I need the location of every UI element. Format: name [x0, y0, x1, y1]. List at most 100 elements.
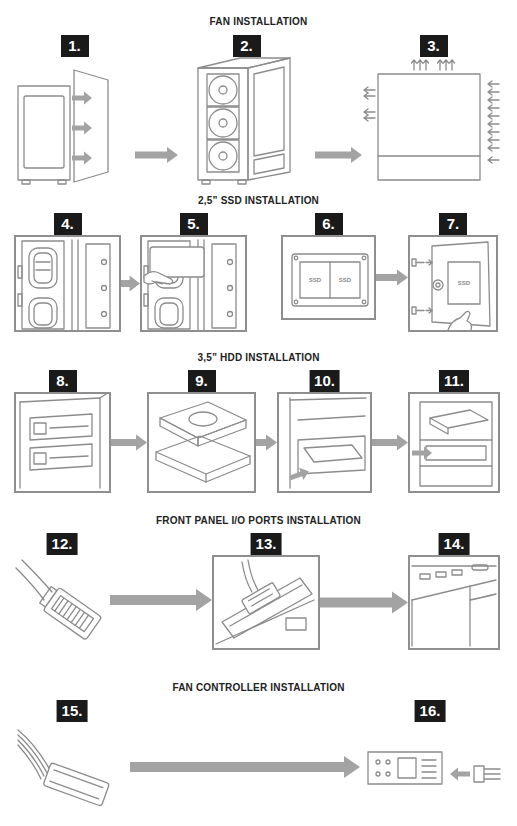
tray-insertion — [290, 398, 366, 400]
case-with-fans — [254, 154, 284, 174]
motherboard-header — [286, 618, 306, 630]
case-with-fans — [219, 152, 227, 160]
sata-power-cable — [50, 781, 99, 799]
step-panel: 4. — [14, 235, 121, 332]
airflow-diagram — [412, 60, 417, 70]
usb-header-cable — [79, 615, 88, 628]
case-with-fans — [248, 58, 290, 180]
hdd-cage — [20, 394, 106, 402]
ssd-mount — [429, 260, 432, 265]
tray-insertion — [289, 398, 290, 488]
motherboard-header — [249, 589, 270, 601]
case-side-panel — [72, 92, 92, 105]
airflow-diagram — [424, 60, 429, 70]
ssd-mount — [416, 262, 424, 263]
airflow-diagram — [488, 121, 499, 127]
case-side-panel — [18, 86, 70, 180]
sata-power-cable — [18, 735, 47, 773]
step-number: 2. — [233, 35, 261, 57]
hdd-cage — [34, 453, 46, 464]
case-with-fans — [219, 119, 227, 127]
front-io-ports — [470, 594, 496, 600]
front-io-ports — [436, 572, 446, 577]
usb-header-cable — [16, 560, 102, 640]
case-with-fans — [207, 107, 239, 139]
case-side-panel — [22, 180, 30, 184]
ssd-plate — [292, 254, 368, 306]
hdd-installed — [426, 446, 486, 460]
case-with-fans — [238, 180, 246, 184]
ssd-mount — [433, 280, 443, 290]
step-arrow — [110, 589, 212, 611]
airflow-diagram — [378, 74, 480, 180]
ssd-placement — [152, 281, 162, 284]
sata-power-cable — [43, 763, 109, 807]
ssd-plate — [362, 300, 366, 304]
sata-power-cable — [43, 763, 109, 807]
ssd-placement — [144, 240, 236, 330]
hdd-tray — [156, 436, 250, 474]
motherboard-header — [216, 600, 314, 644]
step-arrow — [135, 147, 178, 163]
step-panel: 12. — [14, 555, 110, 645]
drive-bracket — [18, 240, 110, 330]
step-number: 6. — [315, 213, 343, 235]
case-side-panel — [18, 70, 108, 184]
case-side-panel — [58, 180, 66, 184]
hdd-tray — [198, 420, 246, 446]
section-title: 2,5” SSD INSTALLATION — [0, 195, 517, 206]
hdd-tray — [206, 456, 250, 482]
ssd-mount — [436, 283, 440, 287]
tray-insertion — [298, 416, 365, 420]
ssd-placement — [144, 272, 173, 284]
step-number: 16. — [415, 700, 446, 722]
hdd-installed — [420, 439, 492, 440]
step-number: 10. — [309, 370, 340, 392]
step-number: 12. — [47, 533, 78, 555]
front-io-ports — [412, 565, 496, 646]
step-panel: 2. — [178, 57, 315, 187]
section-title: FAN INSTALLATION — [0, 16, 517, 27]
airflow-diagram — [488, 129, 499, 135]
airflow-diagram — [488, 137, 499, 143]
fan-controller — [422, 765, 436, 766]
usb-header-cable — [37, 583, 101, 640]
ssd-placement — [144, 240, 236, 330]
hdd-cage — [50, 456, 88, 458]
hdd-installed — [430, 418, 448, 434]
ssd-plate — [292, 254, 368, 306]
step-panel: 9. — [147, 392, 256, 493]
tray-insertion — [298, 436, 365, 474]
illustration — [16, 58, 500, 806]
front-io-ports — [469, 586, 470, 646]
fan-controller — [484, 768, 500, 769]
ssd-plate — [329, 262, 330, 298]
step-panel: 8. — [14, 392, 111, 493]
case-with-fans — [202, 180, 210, 184]
fan-controller — [422, 777, 436, 778]
step-number: 11. — [439, 370, 469, 392]
hdd-cage — [50, 426, 88, 428]
step-number: 13. — [251, 533, 282, 555]
step-number: 15. — [57, 700, 88, 722]
airflow-diagram — [488, 157, 499, 163]
case-with-fans — [209, 142, 237, 170]
motherboard-header — [230, 585, 302, 626]
front-io-ports — [472, 565, 488, 570]
fan-controller — [386, 772, 390, 776]
hdd-installed — [420, 402, 492, 486]
case-with-fans — [207, 140, 239, 172]
step-panel: 15. — [14, 722, 130, 812]
step-panel: 6. — [281, 235, 376, 320]
usb-header-cable — [22, 560, 52, 592]
motherboard-header — [222, 578, 312, 638]
section-title: 3,5” HDD INSTALLATION — [0, 352, 517, 363]
ssd-plate — [300, 262, 360, 298]
airflow-diagram — [364, 60, 499, 180]
step-arrow — [320, 592, 408, 614]
tray-insertion — [288, 465, 311, 484]
airflow-diagram — [488, 145, 499, 151]
hdd-cage — [30, 414, 92, 440]
step-panel: 16. — [360, 722, 500, 812]
step-number: 1. — [61, 35, 89, 57]
